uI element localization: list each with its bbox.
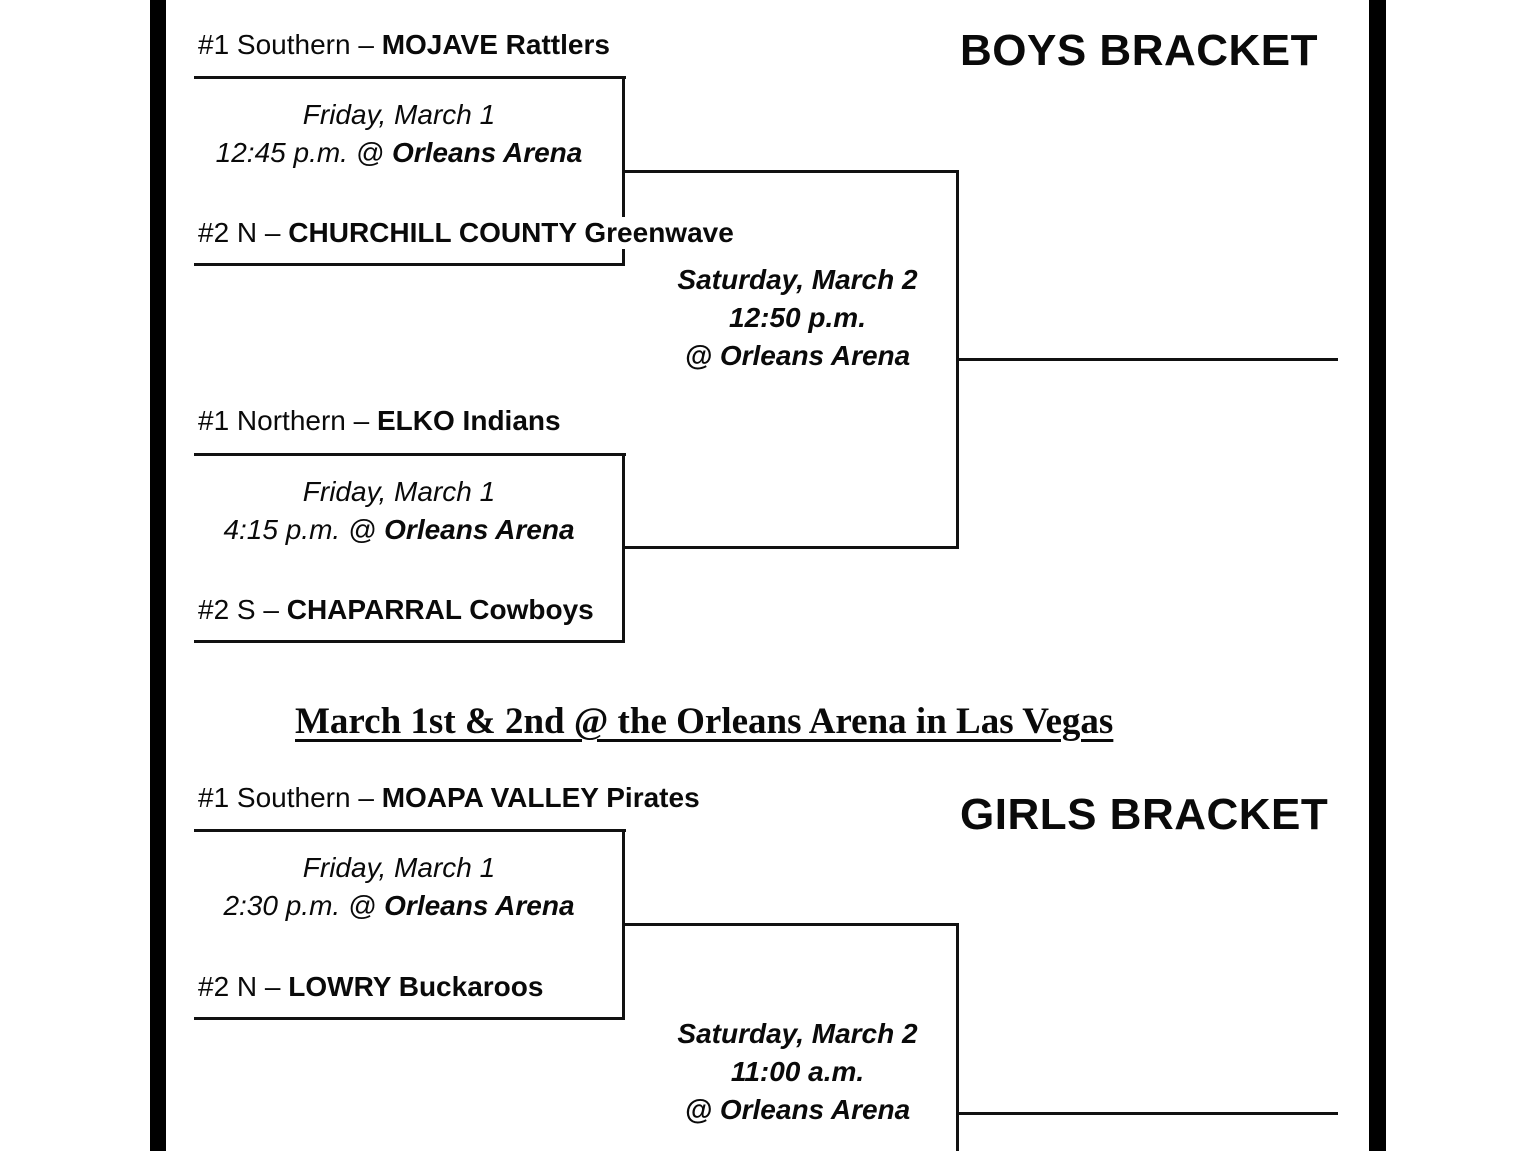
bracket-line — [622, 76, 625, 266]
final-venue: @ Orleans Arena — [684, 1094, 911, 1125]
game-time-venue: 2:30 p.m. @ Orleans Arena — [223, 890, 575, 921]
bracket-line — [956, 923, 959, 1151]
game-time-venue: 12:45 p.m. @ Orleans Arena — [215, 137, 583, 168]
bracket-winner-line — [956, 1112, 1338, 1115]
bracket-line — [194, 829, 626, 832]
bracket-line — [624, 170, 959, 173]
game-day: Friday, March 1 — [302, 99, 496, 130]
final-venue: @ Orleans Arena — [684, 340, 911, 371]
girls-bracket-title: GIRLS BRACKET — [960, 790, 1329, 839]
boys-game2-team-bottom: #2 S – CHAPARRAL Cowboys — [198, 594, 596, 626]
final-day: Saturday, March 2 — [677, 264, 918, 295]
page-border-left — [150, 0, 166, 1151]
bracket-line — [194, 453, 626, 456]
game-day: Friday, March 1 — [302, 476, 496, 507]
final-time: 12:50 p.m. — [729, 302, 866, 333]
page-border-right — [1369, 0, 1386, 1151]
boys-game2-schedule: Friday, March 1 4:15 p.m. @ Orleans Aren… — [186, 473, 612, 549]
event-banner: March 1st & 2nd @ the Orleans Arena in L… — [295, 701, 1114, 742]
boys-game1-schedule: Friday, March 1 12:45 p.m. @ Orleans Are… — [186, 96, 612, 172]
game-time-venue: 4:15 p.m. @ Orleans Arena — [223, 514, 575, 545]
boys-championship-schedule: Saturday, March 2 12:50 p.m. @ Orleans A… — [645, 261, 950, 375]
final-time: 11:00 a.m. — [730, 1056, 865, 1087]
bracket-line — [622, 829, 625, 1020]
girls-game1-schedule: Friday, March 1 2:30 p.m. @ Orleans Aren… — [186, 849, 612, 925]
girls-championship-schedule: Saturday, March 2 11:00 a.m. @ Orleans A… — [645, 1015, 950, 1129]
boys-game1-team-top: #1 Southern – MOJAVE Rattlers — [198, 29, 612, 61]
bracket-line — [194, 263, 625, 266]
boys-game2-team-top: #1 Northern – ELKO Indians — [198, 405, 563, 437]
bracket-line — [194, 640, 625, 643]
bracket-line — [624, 923, 959, 926]
boys-bracket-title: BOYS BRACKET — [960, 26, 1319, 75]
final-day: Saturday, March 2 — [677, 1018, 918, 1049]
game-day: Friday, March 1 — [302, 852, 496, 883]
bracket-winner-line — [956, 358, 1338, 361]
bracket-line — [622, 453, 625, 643]
bracket-line — [194, 76, 626, 79]
bracket-line — [194, 1017, 625, 1020]
boys-game1-team-bottom: #2 N – CHURCHILL COUNTY Greenwave — [198, 217, 736, 249]
bracket-line — [624, 546, 959, 549]
girls-game1-team-top: #1 Southern – MOAPA VALLEY Pirates — [198, 782, 702, 814]
girls-game1-team-bottom: #2 N – LOWRY Buckaroos — [198, 971, 546, 1003]
